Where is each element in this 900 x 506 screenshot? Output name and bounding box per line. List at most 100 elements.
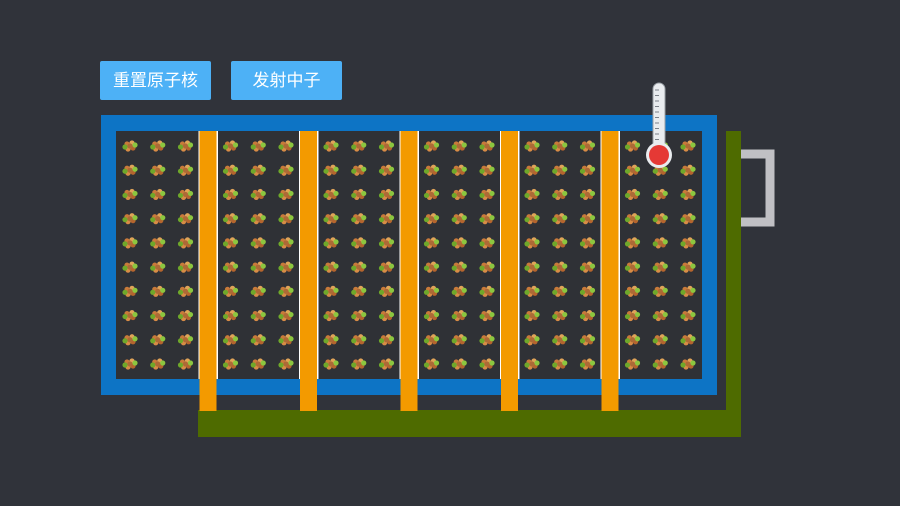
- uranium-nucleus: [423, 334, 440, 346]
- uranium-nucleus: [122, 188, 138, 201]
- uranium-nucleus: [579, 188, 596, 201]
- uranium-nucleus: [323, 164, 339, 176]
- uranium-nucleus: [122, 213, 138, 225]
- uranium-nucleus: [177, 237, 194, 249]
- uranium-nucleus: [624, 140, 641, 152]
- uranium-nucleus: [552, 188, 568, 201]
- uranium-nucleus: [524, 261, 540, 273]
- uranium-nucleus: [423, 164, 440, 176]
- uranium-nucleus: [177, 213, 194, 225]
- uranium-nucleus: [250, 140, 266, 152]
- uranium-nucleus: [222, 261, 239, 273]
- control-rod[interactable]: [300, 131, 317, 411]
- uranium-nucleus: [524, 188, 540, 201]
- chamber-separator: [500, 131, 502, 379]
- uranium-nucleus: [177, 285, 194, 297]
- coolant-pump: [740, 149, 775, 227]
- chamber-separator: [618, 131, 620, 379]
- chamber-separator: [216, 131, 218, 379]
- uranium-nucleus: [624, 164, 641, 176]
- uranium-nucleus: [552, 285, 568, 297]
- uranium-nucleus: [552, 309, 568, 322]
- uranium-nucleus: [150, 309, 166, 322]
- control-rods: [199, 131, 619, 411]
- uranium-nucleus: [323, 334, 339, 346]
- uranium-nucleus: [177, 309, 194, 322]
- uranium-nucleus: [680, 140, 696, 152]
- uranium-nucleus: [624, 237, 641, 249]
- uranium-nucleus: [177, 188, 194, 201]
- uranium-nucleus: [680, 213, 696, 225]
- control-rod[interactable]: [601, 131, 619, 411]
- uranium-nucleus: [150, 358, 166, 370]
- uranium-nucleus: [378, 285, 395, 297]
- chamber-separator: [198, 131, 200, 379]
- chamber-separators: [198, 131, 620, 379]
- uranium-nucleus: [278, 285, 294, 297]
- uranium-nucleus: [323, 261, 339, 273]
- uranium-nucleus: [524, 164, 540, 176]
- uranium-nucleus: [680, 261, 696, 273]
- uranium-nucleus: [150, 213, 166, 225]
- uranium-nucleus: [552, 140, 568, 152]
- uranium-nucleus: [552, 334, 568, 346]
- uranium-nucleus: [150, 140, 166, 152]
- uranium-nucleus: [378, 334, 395, 346]
- control-rod[interactable]: [199, 131, 217, 411]
- uranium-nucleus: [451, 261, 467, 273]
- uranium-nucleus: [451, 213, 467, 225]
- fire-neutron-button[interactable]: 发射中子: [231, 61, 342, 100]
- control-rod[interactable]: [501, 131, 518, 411]
- uranium-nucleus: [479, 358, 495, 370]
- uranium-nucleus: [177, 164, 194, 176]
- uranium-nucleus: [150, 164, 166, 176]
- uranium-nucleus: [150, 188, 166, 201]
- uranium-nucleus: [479, 261, 495, 273]
- uranium-nucleus: [652, 213, 668, 225]
- uranium-nucleus: [423, 237, 440, 249]
- uranium-nucleus: [378, 164, 395, 176]
- uranium-nucleus: [524, 285, 540, 297]
- uranium-nucleus: [378, 213, 395, 225]
- uranium-nucleus: [222, 213, 239, 225]
- uranium-nucleus: [323, 285, 339, 297]
- uranium-nucleus: [323, 237, 339, 249]
- uranium-nucleus: [250, 309, 266, 322]
- uranium-nucleus: [250, 213, 266, 225]
- uranium-nucleus: [351, 140, 367, 152]
- coolant-pipe-bottom: [198, 410, 741, 437]
- uranium-nucleus: [150, 285, 166, 297]
- nuclei-grid: [122, 140, 696, 370]
- uranium-nucleus: [680, 188, 696, 201]
- uranium-nucleus: [524, 309, 540, 322]
- uranium-nucleus: [122, 334, 138, 346]
- reset-nuclei-button[interactable]: 重置原子核: [100, 61, 211, 100]
- uranium-nucleus: [680, 164, 696, 176]
- uranium-nucleus: [652, 261, 668, 273]
- uranium-nucleus: [250, 261, 266, 273]
- thermometer-icon[interactable]: [646, 82, 672, 168]
- uranium-nucleus: [351, 188, 367, 201]
- uranium-nucleus: [579, 261, 596, 273]
- thermometer-scale: [655, 89, 659, 140]
- uranium-nucleus: [579, 334, 596, 346]
- uranium-nucleus: [177, 358, 194, 370]
- coolant-pipe-right: [726, 131, 741, 437]
- uranium-nucleus: [278, 309, 294, 322]
- uranium-nucleus: [451, 140, 467, 152]
- uranium-nucleus: [680, 334, 696, 346]
- uranium-nucleus: [680, 309, 696, 322]
- uranium-nucleus: [278, 358, 294, 370]
- uranium-nucleus: [323, 309, 339, 322]
- uranium-nucleus: [423, 285, 440, 297]
- chamber-separator: [399, 131, 401, 379]
- uranium-nucleus: [250, 358, 266, 370]
- uranium-nucleus: [479, 213, 495, 225]
- uranium-nucleus: [552, 213, 568, 225]
- uranium-nucleus: [624, 188, 641, 201]
- uranium-nucleus: [250, 164, 266, 176]
- uranium-nucleus: [652, 237, 668, 249]
- uranium-nucleus: [122, 358, 138, 370]
- control-rod[interactable]: [400, 131, 418, 411]
